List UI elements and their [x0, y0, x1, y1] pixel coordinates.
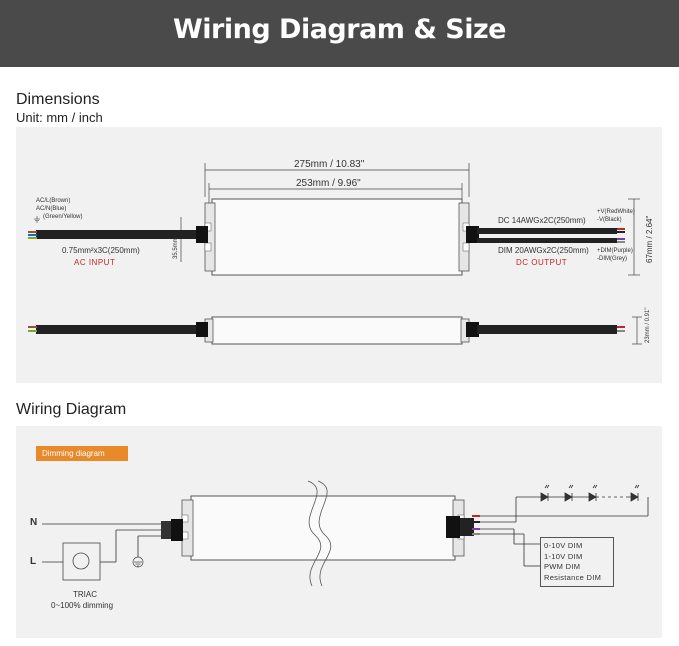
dim-cable-spec: DIM 20AWGx2C(250mm) [498, 246, 589, 255]
dimming-diagram-badge: Dimming diagram [36, 446, 128, 461]
dimensions-title: Dimensions [16, 91, 100, 108]
dim-mode-pwm: PWM DIM [544, 562, 581, 571]
length-body-label: 253mm / 9.96" [296, 178, 361, 189]
dim-wire-positive: +DIM(Purple) [597, 248, 633, 254]
neutral-label: N [30, 517, 38, 528]
ac-input-label: AC INPUT [74, 258, 116, 267]
dim-wire-negative: -DIM(Grey) [597, 256, 627, 262]
ac-wire-brown: AC/L(Brown) [36, 198, 71, 204]
dc-wire-positive: +V(RedWhite) [597, 209, 635, 215]
banner-title: Wiring Diagram & Size [172, 14, 507, 45]
line-label: L [30, 556, 37, 567]
dimensions-unit: Unit: mm / inch [16, 110, 103, 125]
dim-mode-0-10v: 0-10V DIM [544, 541, 583, 550]
wiring-title: Wiring Diagram [16, 401, 127, 418]
dc-cable-spec: DC 14AWGx2C(250mm) [498, 216, 586, 225]
dim-mode-1-10v: 1-10V DIM [544, 551, 583, 561]
length-total-label: 275mm / 10.83" [294, 159, 365, 170]
mount-label: 35.5mm [173, 237, 179, 259]
dc-output-label: DC OUTPUT [516, 258, 568, 267]
dim-mode-resistance: Resistance DIM [544, 572, 602, 582]
dimensions-panel: 275mm / 10.83" 253mm / 9.96" AC/L(Brown)… [16, 127, 662, 383]
ac-wire-ground: (Green/Yellow) [43, 214, 83, 220]
triac-label: TRIAC [73, 590, 97, 599]
triac-range-label: 0~100% dimming [51, 601, 114, 610]
wiring-panel: Dimming diagram [16, 426, 662, 638]
width-label: 67mm / 2.64" [645, 215, 654, 263]
dim-modes-box: 0-10V DIM 1-10V DIM PWM DIM Resistance D… [540, 537, 614, 587]
ac-wire-blue: AC/N(Blue) [36, 206, 67, 212]
ac-cable-spec: 0.75mm²x3C(250mm) [62, 246, 140, 255]
ground-icon [34, 216, 40, 223]
height-label: 23mm / 0.91" [645, 307, 651, 343]
wiring-drawing [42, 480, 649, 587]
triac-dimmer-icon [62, 542, 101, 581]
dimension-drawing [28, 163, 642, 345]
ground-icon-wiring [132, 556, 144, 568]
title-banner: Wiring Diagram & Size [0, 0, 679, 67]
led-chain-icon [540, 484, 640, 502]
dc-wire-negative: -V(Black) [597, 217, 622, 223]
